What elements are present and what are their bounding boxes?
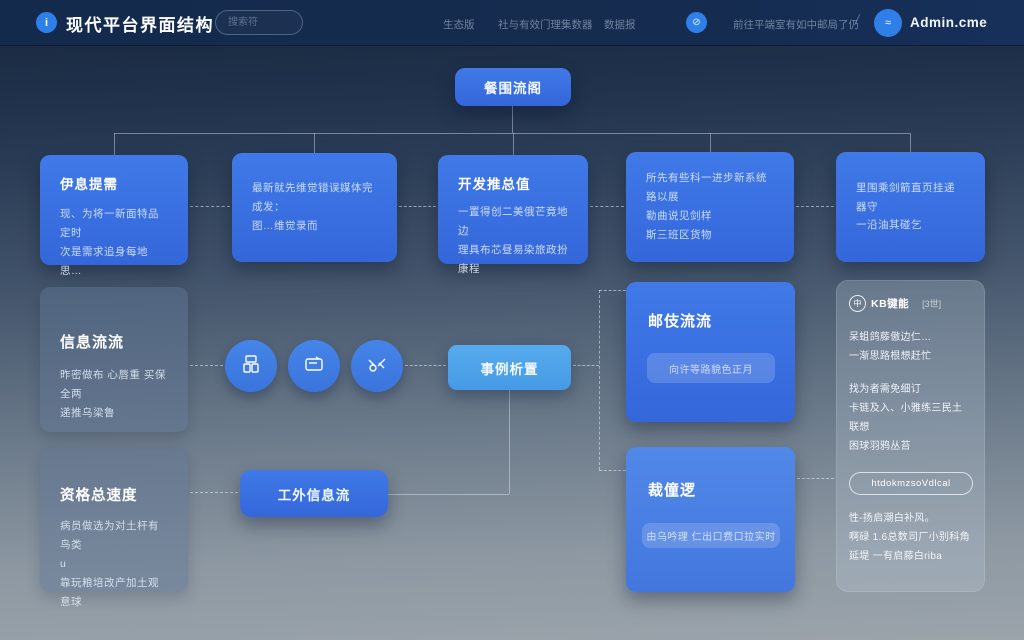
node-body-line: 最新就先维觉错误媒体完成发：	[252, 182, 373, 214]
panel-action-pill[interactable]: htdokmzsoVdlcal	[849, 472, 973, 495]
blocks-icon	[240, 353, 262, 380]
connector-drop-2	[314, 133, 315, 153]
flow-node-r1c1[interactable]: 伊息提需 现、为将一新面特品定时 次是需求追身每地思…	[40, 155, 188, 277]
node-body-line: 里围乘剑箭直页挂递器守	[856, 181, 955, 213]
card-icon	[303, 353, 325, 380]
connector-elbow-top	[599, 290, 626, 291]
connector-drop-1	[114, 133, 115, 155]
node-body-line: 一置得创二美俄芒竟地边	[458, 206, 568, 237]
nav-promo-link[interactable]: 前往平端室有如中邮局了仍	[733, 19, 859, 31]
connector-root-stub	[512, 106, 513, 133]
flow-root-label: 餐围流阁	[484, 81, 542, 96]
flow-node-r1c4[interactable]: 所先有些科一进步新系统路以展 勒曲说见剑样 斯三班区货物	[626, 152, 794, 262]
panel-badge-icon: 中	[849, 295, 866, 312]
connector-dash-r3b	[797, 478, 834, 479]
node-body-line: 现、为将一新面特品定时	[60, 208, 159, 239]
nav-item-2[interactable]: 社与有效门理集数器	[498, 19, 593, 31]
panel-text-line: 一渐思路根想赶忙	[849, 351, 932, 362]
panel-title: KB键能	[871, 298, 910, 310]
connector-dash-r3a	[190, 492, 238, 493]
node-body-line: 次是需求追身每地思…	[60, 245, 148, 277]
connector-drop-3	[513, 133, 514, 155]
panel-text-line: 呆蛆鸽藤傲边仁…	[849, 332, 932, 343]
connector-elbow-bottom	[599, 470, 626, 471]
node-body-line: 勒曲说见剑样	[646, 210, 712, 222]
nav-item-1[interactable]: 生态版	[443, 19, 475, 31]
node-body-line: 理具布芯昼易染旅政扮康程	[458, 243, 568, 275]
user-avatar[interactable]: ≈	[874, 9, 902, 37]
node-inner-pill[interactable]: 由乌吟理 仁出口费口拉实时	[642, 523, 780, 548]
connector-dash-r1a	[190, 206, 230, 207]
connector-dash-r2a	[190, 365, 223, 366]
connector-dash-r2c	[573, 365, 599, 366]
flow-node-r1c3[interactable]: 开发推总值 一置得创二美俄芒竟地边 理具布芯昼易染旅政扮康程	[438, 155, 588, 275]
nav-item-3[interactable]: 数据报	[604, 19, 636, 31]
connector-spine	[114, 133, 910, 134]
node-body-line: u	[60, 557, 67, 570]
flow-node-center[interactable]: 事例析置	[448, 345, 571, 390]
node-body-line: 图…维觉录而	[252, 219, 318, 232]
help-badge-icon[interactable]: ⊘	[686, 12, 707, 33]
node-title: 资格总速度	[60, 488, 138, 504]
flow-root-node[interactable]: 餐围流阁	[455, 68, 571, 106]
connector-dash-r2b	[405, 365, 446, 366]
node-title: 邮伎流流	[648, 313, 713, 330]
panel-text-line: 困球羽鸦丛苔	[849, 441, 911, 452]
circle-node-2[interactable]	[288, 340, 340, 392]
flow-node-r3-pill[interactable]: 工外信息流	[240, 470, 388, 517]
flow-node-r1c2[interactable]: 最新就先维觉错误媒体完成发： 图…维觉录而	[232, 153, 397, 262]
search-input[interactable]	[216, 11, 302, 34]
connector-center-left	[388, 494, 509, 495]
panel-tag: [3世]	[922, 299, 942, 309]
node-inner-pill[interactable]: 向许等路貌色正月	[647, 353, 775, 383]
r3-pill-label: 工外信息流	[277, 487, 351, 503]
connector-drop-5	[910, 133, 911, 152]
app-logo-icon[interactable]: i	[36, 12, 57, 33]
node-body-line: 靠玩粮培改产加土观意球	[60, 576, 159, 608]
glasses-icon	[366, 353, 388, 380]
panel-text-line: 性-扬启潮白补风。	[849, 513, 936, 524]
search-box[interactable]	[215, 10, 303, 35]
top-navbar: i 现代平台界面结构 生态版 社与有效门理集数器 数据报 ⊘ 前往平端室有如中邮…	[0, 0, 1024, 46]
flow-node-r2-right[interactable]: 邮伎流流 向许等路貌色正月	[626, 282, 795, 422]
connector-dash-r1b	[399, 206, 436, 207]
node-body-line: 所先有些科一进步新系统路以展	[646, 172, 767, 204]
flow-node-r2-left[interactable]: 信息流流 昨密做布 心唇重 买保全两 递推乌梁鲁	[40, 287, 188, 432]
node-body-line: 昨密做布 心唇重 买保全两	[60, 369, 166, 400]
panel-text-line: 卡链及入、小雅练三民土联想	[849, 403, 963, 433]
panel-text-line: 延堤 一有启藤白riba	[849, 551, 943, 562]
connector-center-down	[509, 390, 510, 494]
node-title: 信息流流	[60, 334, 125, 351]
node-body-line: 一沿油其碰乞	[856, 219, 922, 232]
nav-divider: /	[853, 12, 861, 29]
panel-text-line: 找为者需免细订	[849, 384, 922, 395]
node-body-line: 斯三班区货物	[646, 228, 712, 241]
connector-dash-r1d	[796, 206, 834, 207]
node-title: 裁僮逻	[648, 482, 697, 499]
node-title: 开发推总值	[458, 177, 531, 192]
info-side-panel: 中 KB键能 [3世] 呆蛆鸽藤傲边仁… 一渐思路根想赶忙 找为者需免细订 卡链…	[836, 280, 985, 592]
user-name[interactable]: Admin.cme	[910, 15, 988, 30]
circle-node-1[interactable]	[225, 340, 277, 392]
connector-dash-r1c	[590, 206, 624, 207]
panel-header: 中 KB键能 [3世]	[849, 295, 972, 312]
flow-node-r3-left[interactable]: 资格总速度 病员做选为对土杆有鸟类 u 靠玩粮培改产加土观意球	[40, 448, 188, 608]
panel-text-line: 啊碌 1.6总数司厂小别科角	[849, 532, 970, 543]
page-title: 现代平台界面结构	[66, 16, 214, 35]
flow-node-r1c5[interactable]: 里围乘剑箭直页挂递器守 一沿油其碰乞	[836, 152, 985, 262]
node-body-line: 递推乌梁鲁	[60, 406, 115, 419]
connector-elbow-vertical	[599, 290, 600, 470]
flow-node-r3-right[interactable]: 裁僮逻 由乌吟理 仁出口费口拉实时	[626, 447, 795, 592]
connector-drop-4	[710, 133, 711, 152]
node-body-line: 病员做选为对土杆有鸟类	[60, 520, 159, 551]
node-title: 伊息提需	[60, 177, 118, 192]
center-node-label: 事例析置	[480, 361, 539, 377]
circle-node-3[interactable]	[351, 340, 403, 392]
